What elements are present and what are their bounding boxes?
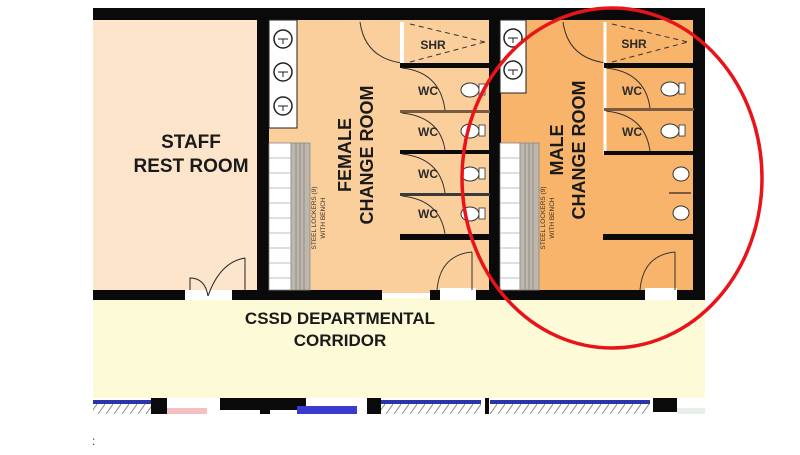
footer-mark: :: [92, 434, 96, 448]
female-wc-2-label: WC: [418, 125, 438, 139]
male-shower-label: SHR: [621, 37, 647, 51]
female-wc-stalls: [401, 67, 446, 235]
female-lockers: [268, 142, 311, 291]
corridor-label-2: CORRIDOR: [294, 331, 387, 350]
male-toilets: [660, 81, 686, 139]
female-sinks: [268, 19, 298, 129]
male-wc-2-label: WC: [622, 125, 642, 139]
staff-rest-room-area: [93, 18, 263, 293]
female-wc-4-label: WC: [418, 207, 438, 221]
male-lockers: [499, 142, 540, 291]
staff-room-door: [189, 257, 246, 297]
highlight-ellipse: [460, 6, 764, 350]
female-wc-1-label: WC: [418, 84, 438, 98]
female-lockers-label-2: WITH BENCH: [320, 197, 327, 238]
male-lockers-label-2: WITH BENCH: [549, 197, 556, 238]
female-room-label-1: FEMALE: [335, 118, 355, 192]
female-shower-label: SHR: [420, 38, 446, 52]
male-wc-1-label: WC: [622, 84, 642, 98]
female-wc-3-label: WC: [418, 167, 438, 181]
male-room-label-2: CHANGE ROOM: [569, 81, 589, 220]
female-lockers-label-1: STEEL LOCKERS (9): [311, 187, 318, 250]
bottom-wall-strip: [93, 398, 705, 414]
male-wc-stalls: [605, 67, 651, 152]
staff-rest-room-label-1: STAFF: [161, 132, 221, 153]
male-room-label-1: MALE: [547, 125, 567, 176]
male-lockers-label-1: STEEL LOCKERS (9): [540, 187, 547, 250]
corridor-label-1: CSSD DEPARTMENTAL: [245, 309, 435, 328]
female-toilets: [460, 82, 486, 222]
female-room-label-2: CHANGE ROOM: [357, 86, 377, 225]
walls: [93, 8, 705, 300]
male-sinks: [499, 19, 527, 94]
male-urinals: [669, 166, 691, 221]
staff-rest-room-label-2: REST ROOM: [133, 156, 248, 177]
